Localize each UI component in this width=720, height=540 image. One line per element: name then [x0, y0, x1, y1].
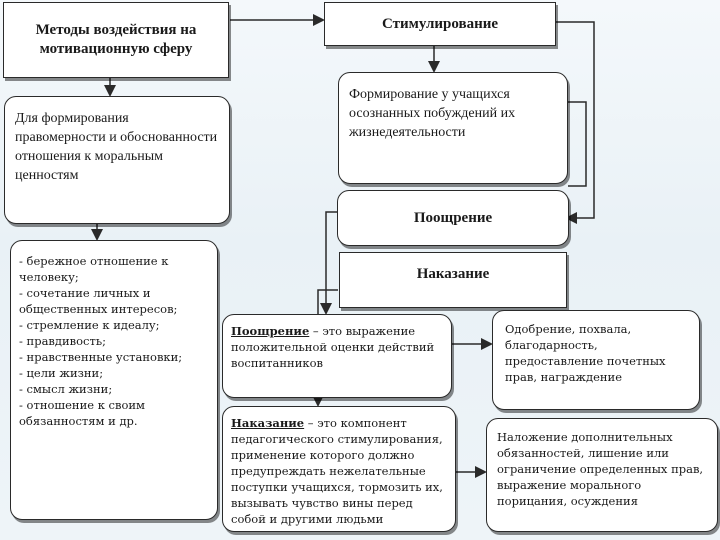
connector-bracket-inner — [568, 101, 587, 187]
encouragement-definition-text: – это выражение положительной оценки дей… — [231, 324, 435, 370]
purpose-text: Для формирования правомерности и обоснов… — [15, 111, 218, 183]
encouragement-title: Поощрение — [413, 209, 493, 226]
formation-box: Формирование у учащихся осознанных побуж… — [338, 72, 568, 184]
stimulation-title: Стимулирование — [381, 15, 499, 32]
stimulation-box: Стимулирование — [324, 2, 556, 46]
list-item: - цели жизни; — [19, 366, 104, 380]
punishment-forms-box: Наложение дополнительных обязанностей, л… — [486, 418, 718, 532]
methods-box: Методы воздействия на мотивационную сфер… — [3, 2, 229, 78]
list-item: - смысл жизни; — [19, 382, 113, 396]
purpose-box: Для формирования правомерности и обоснов… — [4, 96, 230, 224]
punishment-definition-text: – это компонент педагогического стимулир… — [231, 416, 443, 526]
encouragement-forms-text: Одобрение, похвала, благодарность, предо… — [505, 322, 666, 384]
punishment-definition-box: Наказание – это компонент педагогическог… — [222, 406, 456, 532]
values-list: - бережное отношение к человеку; - сочет… — [19, 253, 209, 429]
connector-bracket-to-encouragement — [565, 186, 595, 224]
encouragement-box: Поощрение — [337, 190, 569, 246]
list-item: - сочетание личных и общественных интере… — [19, 286, 178, 316]
list-item: - стремление к идеалу; — [19, 318, 160, 332]
values-list-box: - бережное отношение к человеку; - сочет… — [10, 240, 218, 520]
list-item: - бережное отношение к человеку; — [19, 254, 169, 284]
punishment-forms-text: Наложение дополнительных обязанностей, л… — [497, 430, 704, 508]
list-item: - отношение к своим обязанностям и др. — [19, 398, 145, 428]
list-item: - нравственные установки; — [19, 350, 183, 364]
punishment-title: Наказание — [416, 266, 490, 282]
punishment-term: Наказание — [231, 416, 305, 430]
encouragement-forms-box: Одобрение, похвала, благодарность, предо… — [492, 310, 700, 410]
methods-title: Методы воздействия на мотивационную сфер… — [35, 22, 197, 57]
encouragement-term: Поощрение — [231, 324, 310, 338]
connector-encouragement-def — [320, 211, 337, 315]
encouragement-definition-box: Поощрение – это выражение положительной … — [222, 314, 452, 398]
punishment-box: Наказание — [339, 252, 567, 308]
connector-stimulation-bracket-outer — [556, 21, 595, 186]
formation-text: Формирование у учащихся осознанных побуж… — [349, 87, 516, 140]
list-item: - правдивость; — [19, 334, 106, 348]
